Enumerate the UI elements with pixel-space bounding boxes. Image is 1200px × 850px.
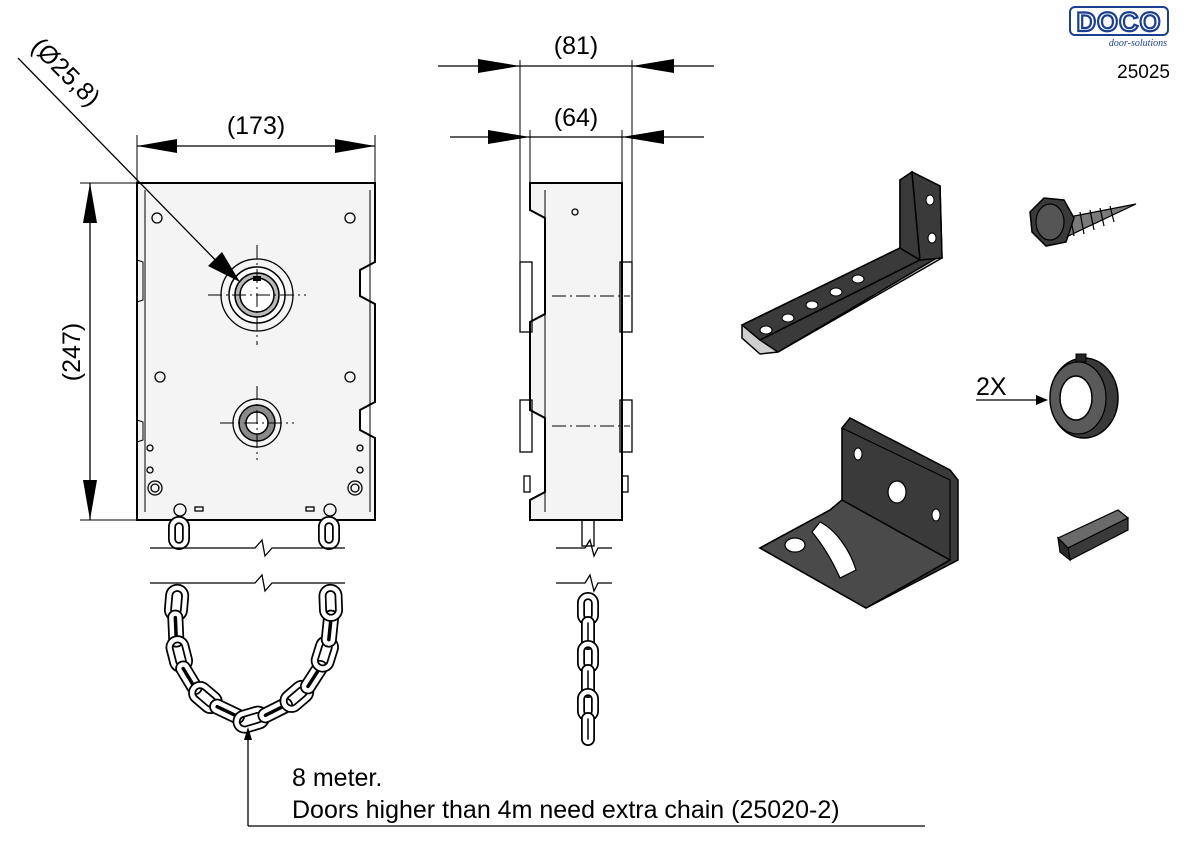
brand-logo: DOCO door-solutions bbox=[1069, 6, 1169, 49]
chain-link bbox=[169, 611, 183, 646]
shaft-collar: 2X bbox=[976, 353, 1119, 439]
side-view-housing bbox=[519, 182, 633, 521]
width-label: (173) bbox=[227, 112, 285, 140]
height-dimension: (247) bbox=[58, 182, 137, 521]
depth-inner-label: (64) bbox=[554, 104, 598, 132]
self-tapping-screw bbox=[1029, 197, 1137, 247]
side-chain bbox=[556, 519, 612, 746]
l-foot-bracket bbox=[758, 417, 959, 609]
depth-inner-dimension: (64) bbox=[450, 104, 704, 183]
chain-extra-text: Doors higher than 4m need extra chain (2… bbox=[292, 796, 840, 824]
part-number: 25025 bbox=[1117, 62, 1170, 83]
chain-link bbox=[320, 585, 342, 621]
width-dimension: (173) bbox=[136, 112, 376, 183]
chain-note: 8 meter. Doors higher than 4m need extra… bbox=[244, 727, 925, 827]
side-chain-link bbox=[582, 713, 594, 745]
chain-link bbox=[259, 699, 292, 722]
depth-outer-label: (81) bbox=[554, 32, 598, 60]
chain-length-text: 8 meter. bbox=[292, 764, 382, 792]
front-chain bbox=[150, 516, 345, 734]
front-view-housing bbox=[136, 182, 376, 521]
collar-quantity: 2X bbox=[976, 373, 1007, 401]
diameter-label: (Ø25,8) bbox=[26, 32, 106, 112]
logo-text: DOCO bbox=[1077, 7, 1162, 37]
height-label: (247) bbox=[58, 323, 86, 381]
shaft-key bbox=[1056, 509, 1130, 562]
logo-tagline: door-solutions bbox=[1109, 38, 1167, 49]
depth-outer-dimension: (81) bbox=[438, 32, 714, 262]
long-mounting-bracket bbox=[740, 170, 943, 355]
chain-link bbox=[322, 611, 338, 646]
